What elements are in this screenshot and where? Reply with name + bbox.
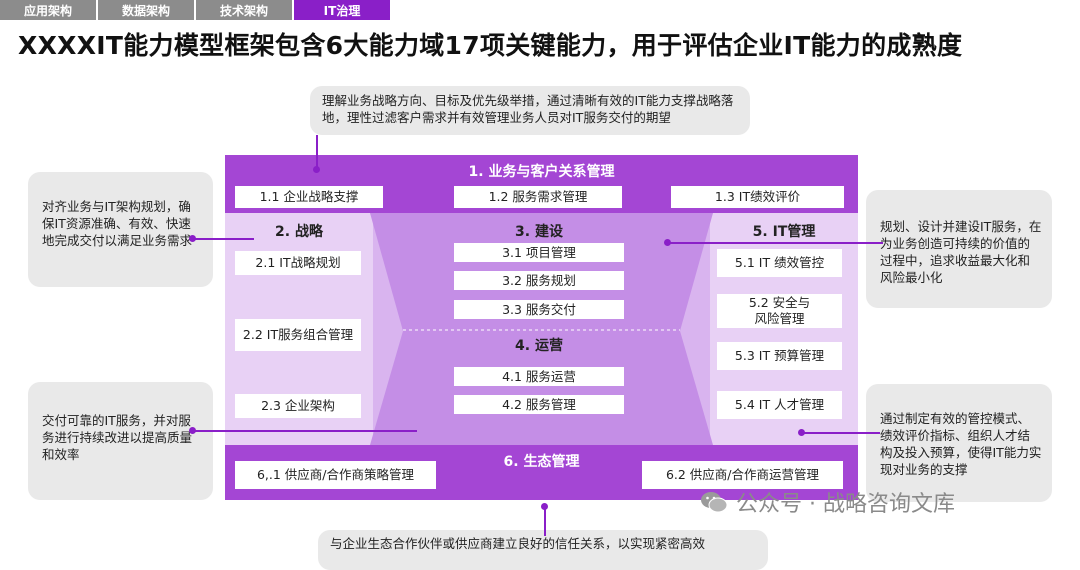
callout-right-top-text: 规划、设计并建设IT服务，在为业务创造可持续的价值的过程中，追求收益最大化和风险…	[880, 219, 1042, 285]
connector-right-top-dot	[664, 239, 671, 246]
tab-application-architecture[interactable]: 应用架构	[0, 0, 96, 20]
domain-3-title: 3. 建设	[515, 224, 563, 240]
connector-bottom-dot	[541, 503, 548, 510]
callout-top-text: 理解业务战略方向、目标及优先级举措，通过清晰有效的IT能力支撑战略落地，理性过滤…	[322, 93, 734, 125]
watermark-text: 公众号 · 战略咨询文库	[736, 492, 955, 517]
item-6-1: 6,.1 供应商/合作商策略管理	[235, 461, 436, 489]
item-1-2: 1.2 服务需求管理	[454, 186, 622, 208]
callout-left-bottom-text: 交付可靠的IT服务，并对服务进行持续改进以提高质量和效率	[42, 413, 193, 462]
connector-top-dot	[313, 166, 320, 173]
connector-left-top	[192, 238, 254, 240]
callout-bottom-text: 与企业生态合作伙伴或供应商建立良好的信任关系，以实现紧密高效	[330, 536, 706, 551]
domain-5-title: 5. IT管理	[752, 224, 816, 240]
callout-right-top: 规划、设计并建设IT服务，在为业务创造可持续的价值的过程中，追求收益最大化和风险…	[866, 190, 1052, 308]
item-5-2: 5.2 安全与风险管理	[717, 294, 842, 328]
wechat-icon	[701, 492, 728, 513]
callout-left-top: 对齐业务与IT架构规划，确保IT资源准确、有效、快速地完成交付以满足业务需求	[28, 172, 213, 287]
item-5-3: 5.3 IT 预算管理	[717, 342, 842, 370]
item-2-1: 2.1 IT战略规划	[235, 251, 361, 275]
domain-6-title: 6. 生态管理	[503, 454, 580, 470]
item-5-1: 5.1 IT 绩效管控	[717, 249, 842, 277]
connector-left-bottom	[192, 430, 417, 432]
item-4-1: 4.1 服务运营	[454, 367, 624, 386]
callout-right-bottom: 通过制定有效的管控模式、绩效评价指标、组织人才结构及投入预算，使得IT能力实现对…	[866, 384, 1052, 502]
page-title: XXXXIT能力模型框架包含6大能力域17项关键能力，用于评估企业IT能力的成熟…	[18, 31, 963, 60]
connector-left-top-dot	[189, 235, 196, 242]
item-4-2: 4.2 服务管理	[454, 395, 624, 414]
callout-left-bottom: 交付可靠的IT服务，并对服务进行持续改进以提高质量和效率	[28, 382, 213, 500]
capability-framework: 1. 业务与客户关系管理 1.1 企业战略支撑 1.2 服务需求管理 1.3 I…	[225, 155, 858, 500]
connector-right-top	[668, 242, 883, 244]
item-1-3: 1.3 IT绩效评价	[671, 186, 844, 208]
item-3-3: 3.3 服务交付	[454, 300, 624, 319]
tab-technical-architecture[interactable]: 技术架构	[196, 0, 292, 20]
domain-1-title: 1. 业务与客户关系管理	[468, 164, 615, 180]
tab-it-governance[interactable]: IT治理	[294, 0, 390, 20]
item-6-2: 6.2 供应商/合作商运营管理	[642, 461, 843, 489]
connector-top	[316, 135, 318, 169]
connector-right-bottom-dot	[798, 429, 805, 436]
section-tabs: 应用架构 数据架构 技术架构 IT治理	[0, 0, 392, 20]
watermark: 公众号 · 战略咨询文库	[700, 486, 955, 518]
connector-left-bottom-dot	[189, 427, 196, 434]
connector-bottom	[544, 506, 546, 536]
connector-right-bottom	[802, 432, 880, 434]
callout-right-bottom-text: 通过制定有效的管控模式、绩效评价指标、组织人才结构及投入预算，使得IT能力实现对…	[880, 411, 1042, 477]
domain-4-title: 4. 运营	[515, 338, 563, 354]
item-2-3: 2.3 企业架构	[235, 394, 361, 418]
item-1-1: 1.1 企业战略支撑	[235, 186, 383, 208]
callout-top: 理解业务战略方向、目标及优先级举措，通过清晰有效的IT能力支撑战略落地，理性过滤…	[310, 86, 750, 135]
item-3-2: 3.2 服务规划	[454, 271, 624, 290]
item-2-2: 2.2 IT服务组合管理	[235, 319, 361, 351]
domain-2-title: 2. 战略	[275, 224, 323, 240]
callout-left-top-text: 对齐业务与IT架构规划，确保IT资源准确、有效、快速地完成交付以满足业务需求	[42, 199, 193, 248]
callout-bottom: 与企业生态合作伙伴或供应商建立良好的信任关系，以实现紧密高效	[318, 530, 768, 570]
item-5-4: 5.4 IT 人才管理	[717, 391, 842, 419]
tab-data-architecture[interactable]: 数据架构	[98, 0, 194, 20]
item-3-1: 3.1 项目管理	[454, 243, 624, 262]
